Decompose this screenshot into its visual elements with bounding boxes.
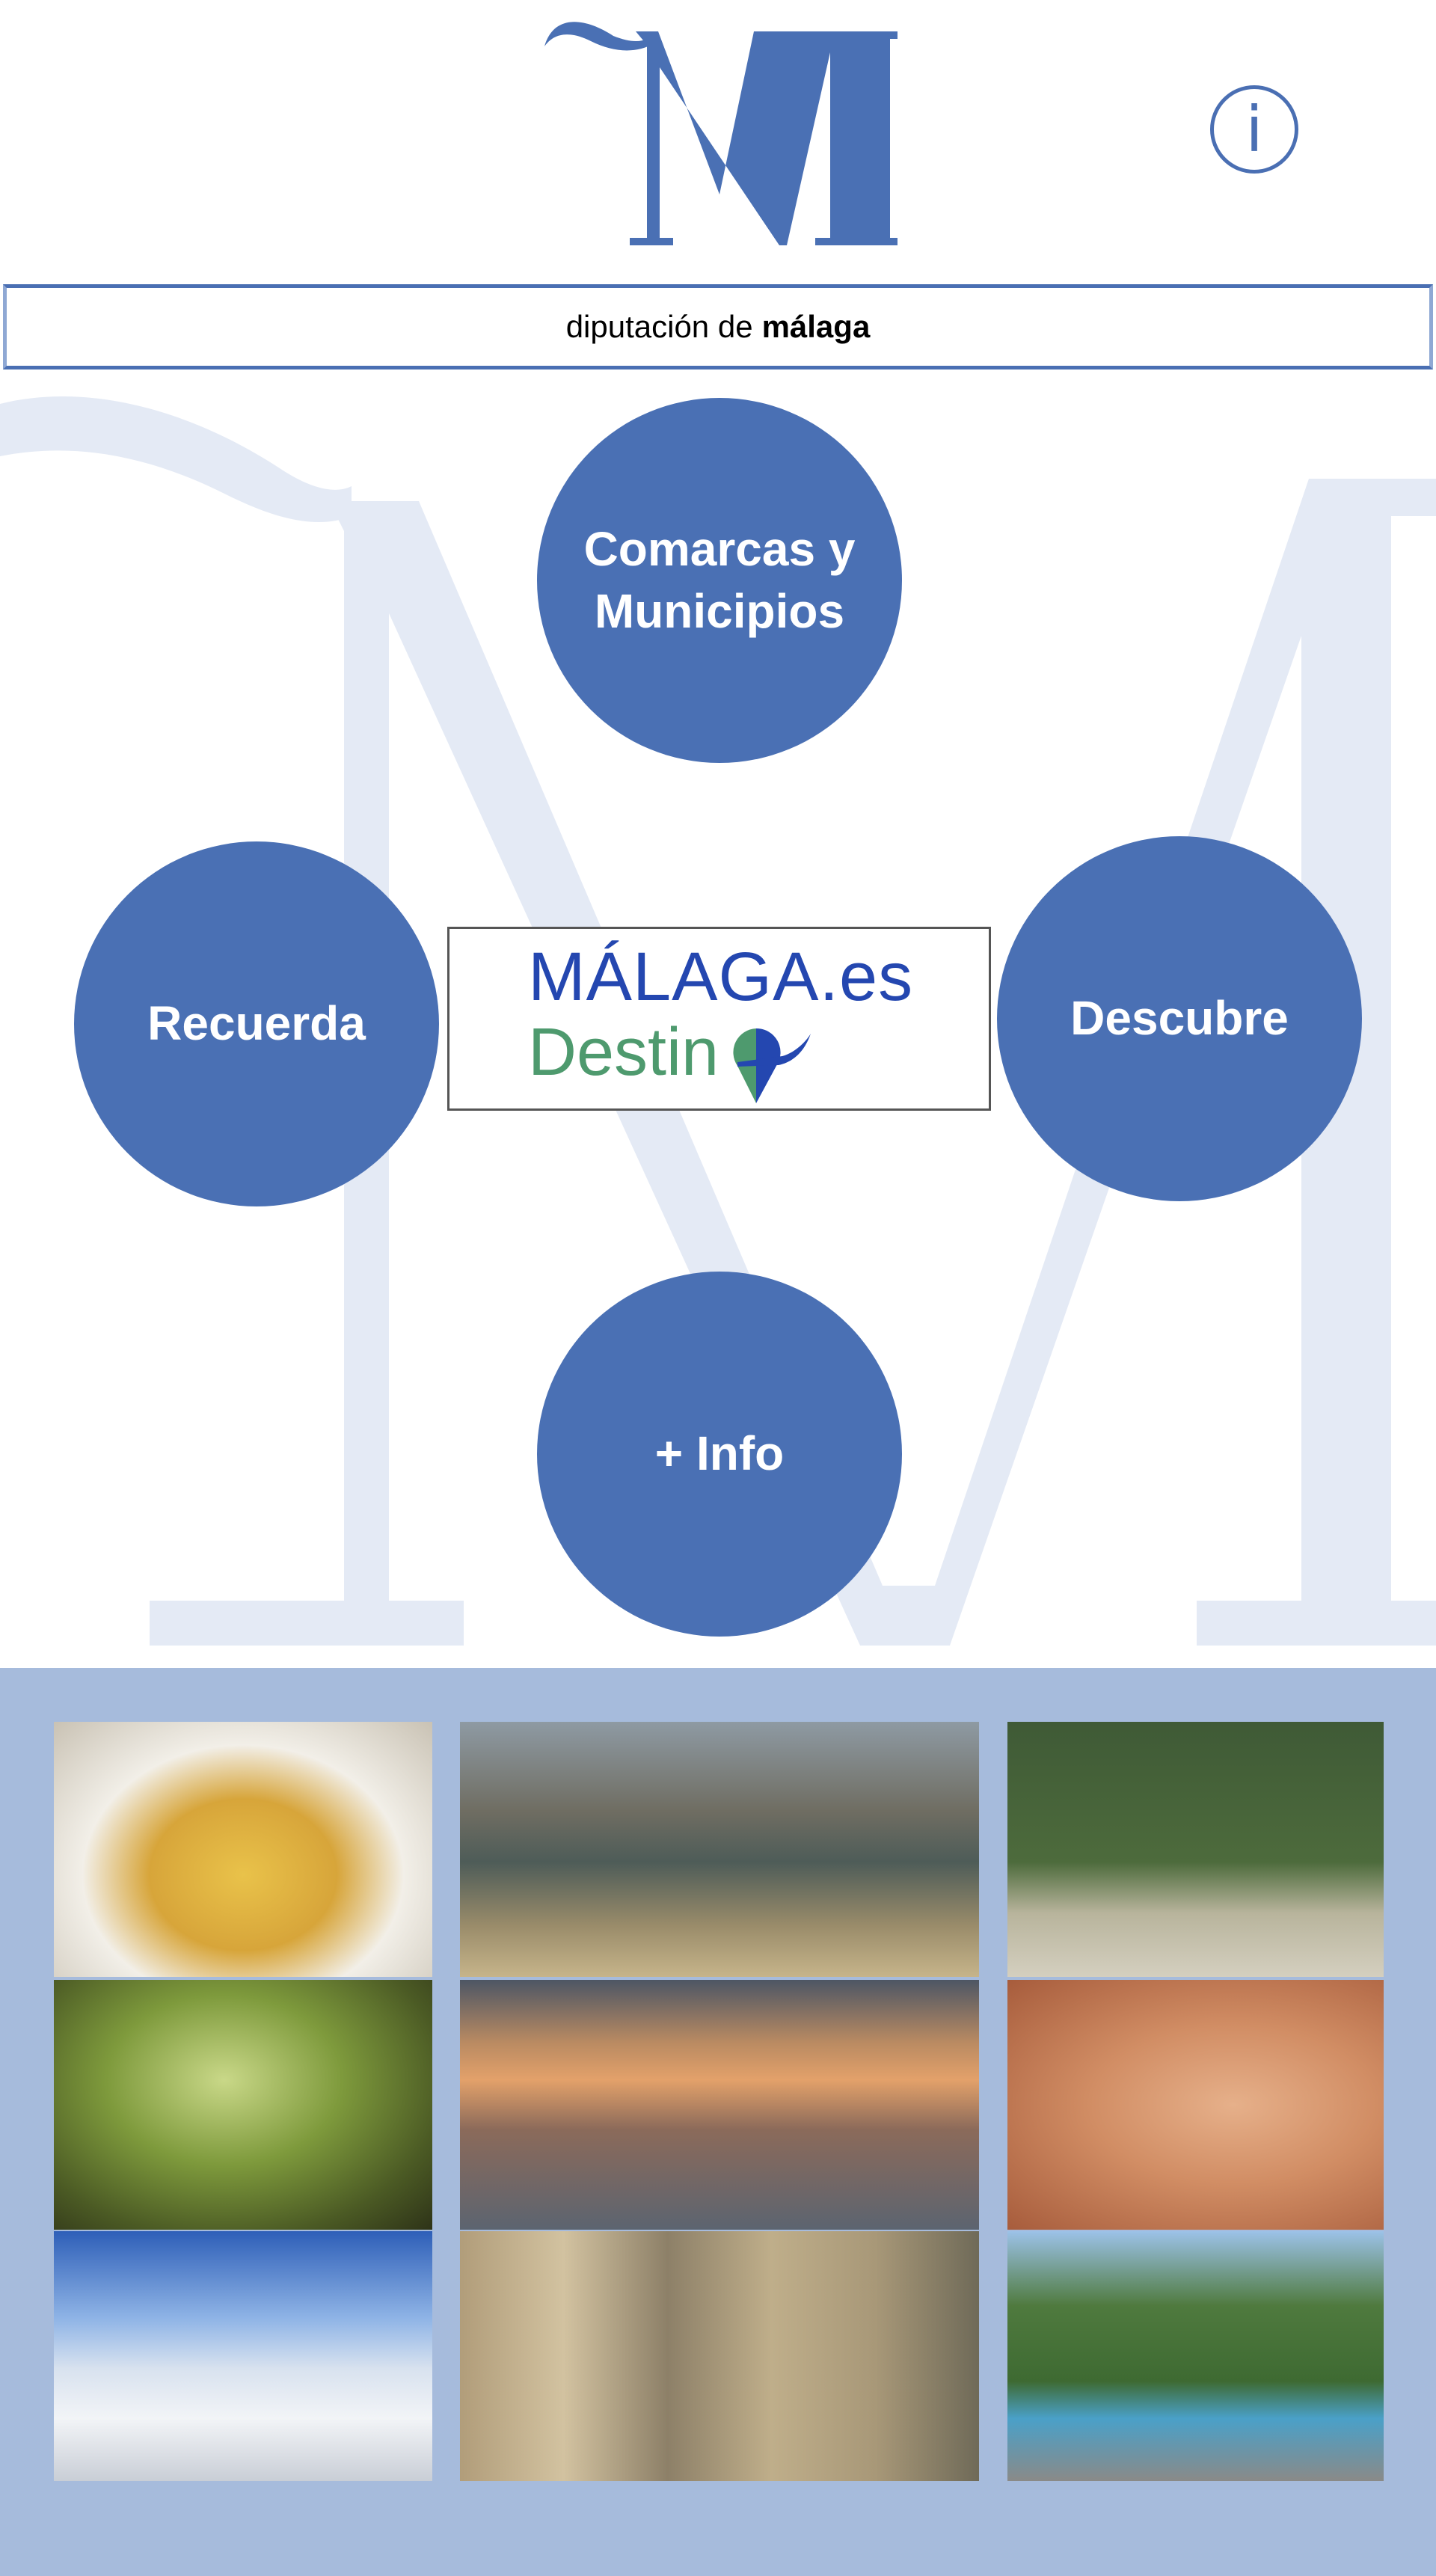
title-regular: diputación de [565,308,753,344]
recuerda-label: Recuerda [147,996,366,1051]
destino-line2: Destin [528,1015,719,1090]
descubre-button[interactable]: Descubre [997,836,1362,1201]
photo-cave-paintings[interactable] [1007,1980,1384,2230]
photo-mountain-bikers[interactable] [460,1722,979,1977]
photo-hikers-on-rocks[interactable] [1007,1722,1384,1977]
comarcas-municipios-button[interactable]: Comarcas y Municipios [537,398,902,763]
info-button[interactable]: i [1210,85,1298,174]
destino-line1: MÁLAGA.es [528,939,914,1015]
photo-caminito-del-rey-gorge[interactable] [460,2231,979,2481]
background-watermark-m [0,396,1436,1646]
photo-flamingos-lagoon[interactable] [460,1980,979,2230]
diputacion-logo[interactable] [524,0,912,254]
location-pin-plane-icon [733,1028,811,1103]
photo-gallery [0,1668,1436,2576]
descubre-label: Descubre [1070,991,1289,1046]
info-icon: i [1245,93,1263,166]
photo-forest-path[interactable] [54,1980,432,2230]
photo-snowy-mountain-tree[interactable] [54,2231,432,2481]
photo-pastry-dessert[interactable] [54,1722,432,1977]
recuerda-button[interactable]: Recuerda [74,841,439,1206]
comarcas-label: Comarcas y Municipios [583,521,856,638]
malaga-destino-logo-button[interactable]: MÁLAGA.es Destin [447,927,991,1111]
more-info-button[interactable]: + Info [537,1272,902,1637]
photo-village-pool-garden[interactable] [1007,2231,1384,2481]
more-info-label: + Info [654,1426,785,1481]
title-bold: málaga [761,308,871,344]
